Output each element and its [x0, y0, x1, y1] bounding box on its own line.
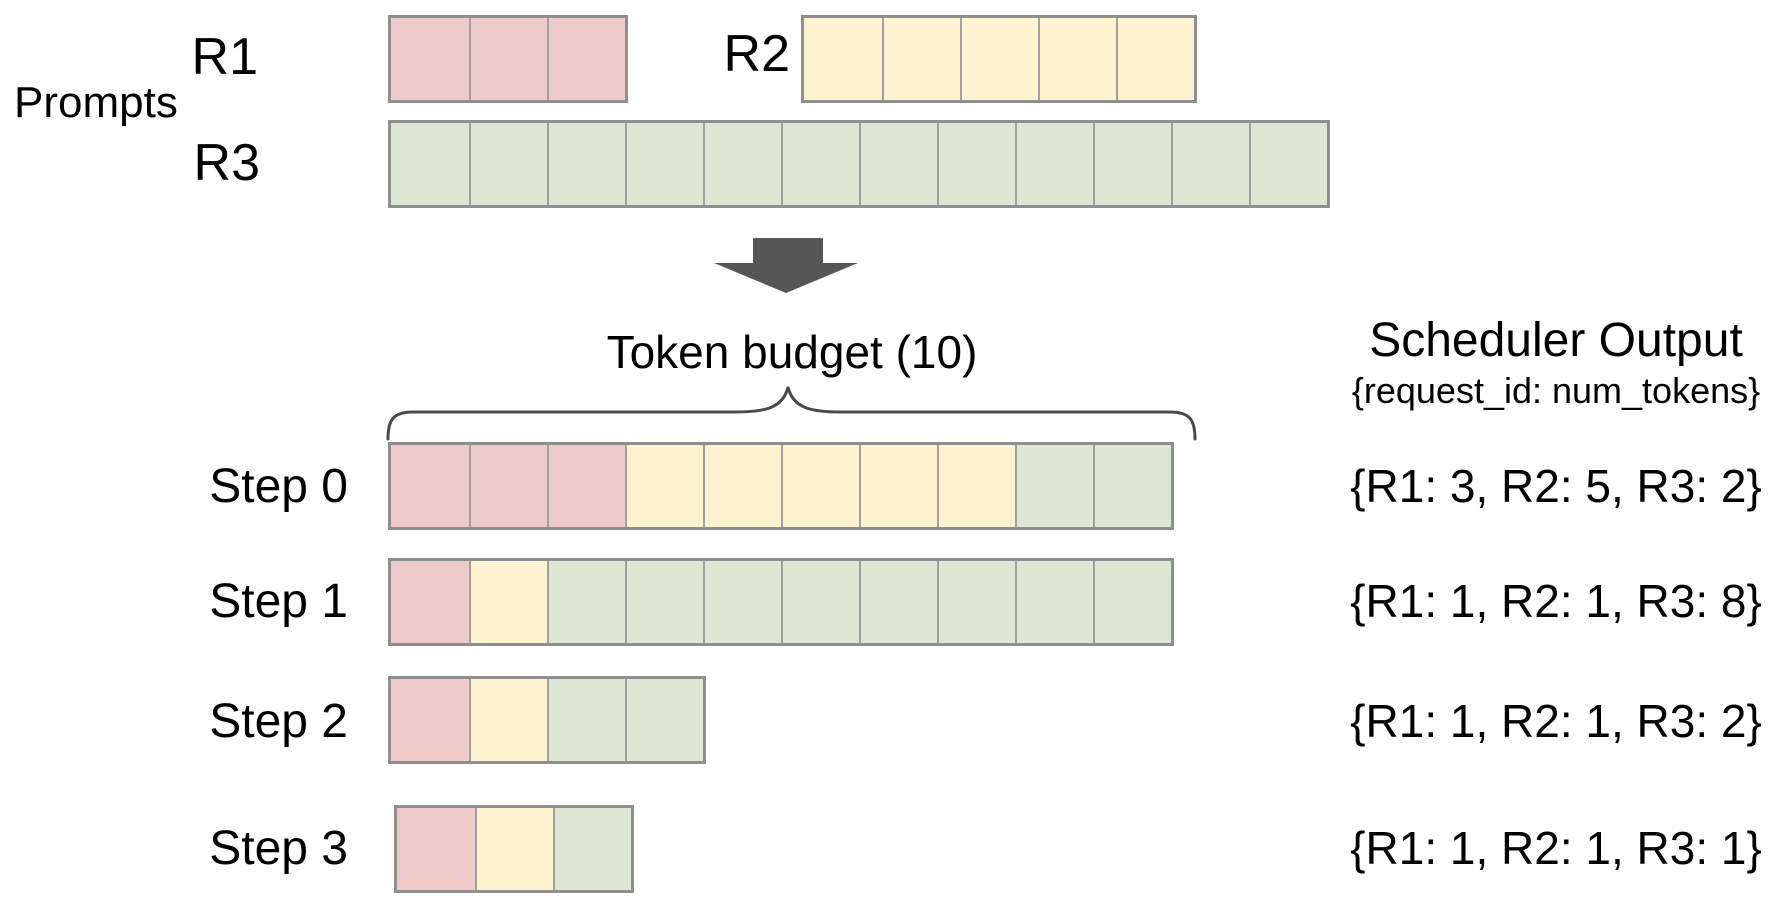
token-cell-green [1015, 445, 1093, 527]
token-cell-yellow [1116, 18, 1194, 100]
token-cell-green [1171, 123, 1249, 205]
curly-brace-path [386, 386, 1197, 441]
token-cell-green [937, 123, 1015, 205]
token-cell-yellow [781, 445, 859, 527]
step-0-token-row [388, 442, 1174, 530]
prompt-row-r1 [388, 15, 628, 103]
curly-brace-icon [386, 386, 1197, 441]
prompt-label-r2: R2 [723, 25, 790, 83]
step-2-label: Step 2 [209, 695, 348, 748]
token-cell-green [391, 123, 469, 205]
token-cell-green [469, 123, 547, 205]
step-0-label: Step 0 [209, 460, 348, 513]
token-cell-green [625, 679, 703, 761]
prompt-row-r3 [388, 120, 1330, 208]
token-cell-green [1093, 445, 1171, 527]
token-cell-green [547, 123, 625, 205]
token-cell-yellow [1038, 18, 1116, 100]
step-3-label: Step 3 [209, 822, 348, 875]
token-cell-green [703, 123, 781, 205]
token-cell-green [781, 123, 859, 205]
token-cell-yellow [703, 445, 781, 527]
token-cell-green [1249, 123, 1327, 205]
token-cell-green [859, 123, 937, 205]
token-cell-green [553, 808, 631, 890]
token-cell-green [1015, 561, 1093, 643]
step-0-scheduler-output: {R1: 3, R2: 5, R3: 2} [1350, 460, 1762, 512]
step-1-scheduler-output: {R1: 1, R2: 1, R3: 8} [1350, 575, 1762, 627]
scheduler-output-subtitle: {request_id: num_tokens} [1351, 370, 1761, 411]
token-cell-yellow [625, 445, 703, 527]
prompts-section-label: Prompts [14, 78, 178, 127]
token-budget-label: Token budget (10) [606, 326, 978, 378]
token-cell-green [937, 561, 1015, 643]
step-1-token-row [388, 558, 1174, 646]
token-cell-yellow [859, 445, 937, 527]
step-3-scheduler-output: {R1: 1, R2: 1, R3: 1} [1350, 822, 1762, 874]
arrow-down-shape [714, 238, 858, 293]
token-cell-yellow [469, 679, 547, 761]
step-2-scheduler-output: {R1: 1, R2: 1, R3: 2} [1350, 695, 1762, 747]
token-cell-pink [391, 679, 469, 761]
token-cell-green [547, 679, 625, 761]
prompt-label-r1: R1 [191, 28, 258, 86]
token-cell-green [625, 561, 703, 643]
token-cell-green [781, 561, 859, 643]
step-1-label: Step 1 [209, 575, 348, 628]
token-cell-yellow [882, 18, 960, 100]
token-cell-green [703, 561, 781, 643]
token-cell-pink [469, 18, 547, 100]
token-cell-pink [391, 18, 469, 100]
token-cell-green [1093, 561, 1171, 643]
token-cell-green [1015, 123, 1093, 205]
step-3-token-row [394, 805, 634, 893]
token-cell-pink [391, 561, 469, 643]
arrow-down-icon [714, 238, 858, 293]
token-cell-pink [547, 445, 625, 527]
token-cell-yellow [960, 18, 1038, 100]
token-cell-green [859, 561, 937, 643]
token-cell-yellow [475, 808, 553, 890]
token-cell-green [547, 561, 625, 643]
prompt-label-r3: R3 [193, 134, 260, 192]
token-cell-yellow [937, 445, 1015, 527]
prompt-row-r2 [801, 15, 1197, 103]
token-cell-pink [547, 18, 625, 100]
token-cell-pink [469, 445, 547, 527]
scheduler-output-title: Scheduler Output [1369, 314, 1743, 367]
token-cell-pink [391, 445, 469, 527]
step-2-token-row [388, 676, 706, 764]
token-cell-yellow [804, 18, 882, 100]
token-cell-green [1093, 123, 1171, 205]
token-cell-yellow [469, 561, 547, 643]
token-cell-green [625, 123, 703, 205]
token-cell-pink [397, 808, 475, 890]
